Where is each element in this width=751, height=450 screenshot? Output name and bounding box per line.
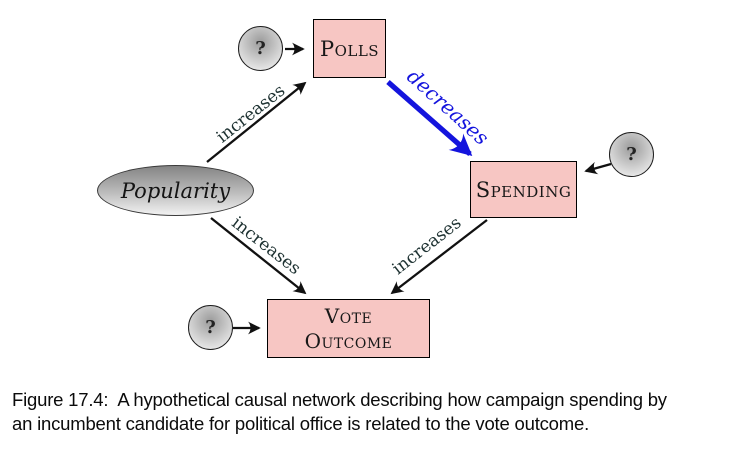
edge-label-popularity-vote: increases bbox=[227, 212, 305, 280]
node-spending: Spending bbox=[470, 161, 577, 218]
unknown-factor-spending-node: ? bbox=[609, 132, 654, 177]
node-spending-label: Spending bbox=[475, 177, 572, 202]
node-popularity: Popularity bbox=[97, 165, 254, 216]
figure-caption-text1: A hypothetical causal network describing… bbox=[117, 389, 667, 410]
node-polls-label: Polls bbox=[319, 36, 380, 61]
edge-unknown-to-spending-arrow bbox=[584, 161, 612, 175]
unknown-factor-polls-node: ? bbox=[238, 26, 283, 71]
figure-caption-line1: Figure 17.4: A hypothetical causal networ… bbox=[12, 388, 742, 412]
node-polls: Polls bbox=[313, 19, 386, 78]
node-vote-outcome: Vote Outcome bbox=[267, 299, 430, 358]
figure-number-label: Figure 17.4: bbox=[12, 389, 109, 410]
question-mark-icon: ? bbox=[255, 38, 266, 59]
figure-caption: Figure 17.4: A hypothetical causal networ… bbox=[12, 388, 742, 435]
node-vote-outcome-label-line1: Vote bbox=[324, 303, 373, 328]
node-vote-outcome-label-line2: Outcome bbox=[304, 328, 393, 353]
question-mark-icon: ? bbox=[205, 317, 216, 338]
edge-label-popularity-polls: increases bbox=[212, 80, 290, 148]
edge-label-polls-spending: decreases bbox=[402, 64, 494, 150]
figure-caption-line2: an incumbent candidate for political off… bbox=[12, 412, 590, 434]
edge-label-spending-vote: increases bbox=[388, 212, 466, 280]
node-popularity-label: Popularity bbox=[120, 178, 231, 203]
unknown-factor-vote-node: ? bbox=[188, 305, 233, 350]
question-mark-icon: ? bbox=[626, 144, 637, 165]
